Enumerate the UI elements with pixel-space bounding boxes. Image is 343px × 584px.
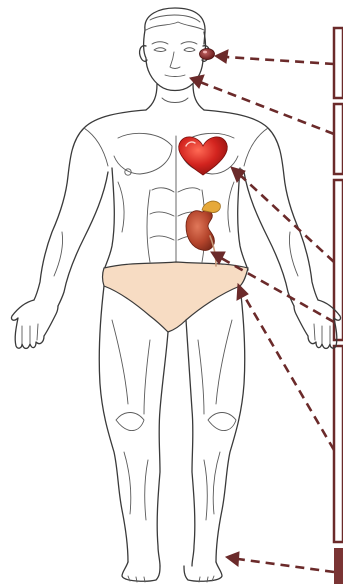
label-panel-kidney xyxy=(334,180,343,340)
arrow-feet xyxy=(226,552,334,572)
heart-icon xyxy=(179,137,228,175)
label-panels xyxy=(334,28,343,584)
briefs xyxy=(103,262,249,332)
label-panel-feet xyxy=(334,548,343,584)
feet-outline xyxy=(122,562,222,582)
eye-icon xyxy=(200,49,215,60)
arrow-legs xyxy=(237,284,334,450)
arrow-eye xyxy=(215,50,334,64)
adrenal-gland xyxy=(202,201,220,212)
label-panel-eye xyxy=(334,28,343,98)
pointer-arrows xyxy=(190,50,334,572)
arrow-nose xyxy=(190,75,334,134)
label-panel-legs xyxy=(334,346,343,542)
label-panel-heart xyxy=(334,104,343,174)
